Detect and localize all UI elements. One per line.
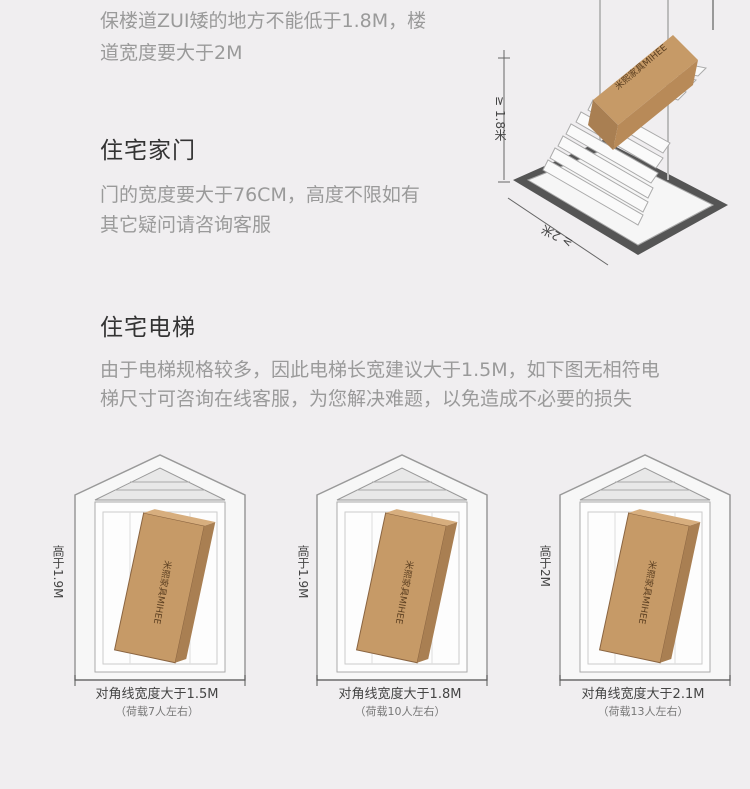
elevator-1-caption: 对角线宽度大于1.5M	[95, 687, 219, 702]
elevator-text-line-1: 由于电梯规格较多，因此电梯长宽建议大于1.5M，如下图无相符电	[100, 359, 660, 381]
elevator-2-load: （荷载10人左右）	[354, 705, 446, 718]
elevator-illustration-1: 米熙家具MIHEE	[70, 450, 250, 690]
door-text-line-1: 门的宽度要大于76CM，高度不限如有	[100, 184, 420, 206]
stair-drawing: 米熙家具MIHEE	[498, 0, 728, 266]
elevator-drawing: 米熙家具MIHEE	[559, 454, 731, 686]
elevator-3-load: （荷载13人左右）	[597, 705, 689, 718]
stair-box	[588, 35, 698, 150]
elevator-heading: 住宅电梯	[100, 315, 196, 341]
stair-requirement-line-2: 道宽度要大于2M	[100, 42, 243, 64]
elevator-2-height-label: 高于1.9M	[296, 545, 310, 599]
elevator-2-caption: 对角线宽度大于1.8M	[338, 687, 462, 702]
door-text-line-2: 其它疑问请咨询客服	[100, 214, 272, 236]
stair-illustration: 米熙家具MIHEE ≥ 1.8米 ≥ 2米	[488, 0, 750, 290]
elevator-3-height-label: 高于2M	[538, 545, 552, 587]
elevator-illustration-2: 米熙家具MIHEE	[312, 450, 492, 690]
elevator-3-caption: 对角线宽度大于2.1M	[581, 687, 705, 702]
elevator-1-height-label: 高于1.9M	[51, 545, 65, 599]
elevator-1-load: （荷载7人左右）	[115, 705, 199, 718]
elevator-illustration-3: 米熙家具MIHEE	[555, 450, 735, 690]
door-heading: 住宅家门	[100, 138, 196, 164]
stair-requirement-line-1: 保楼道ZUI矮的地方不能低于1.8M，楼	[100, 10, 427, 32]
elevator-text-line-2: 梯尺寸可咨询在线客服，为您解决难题，以免造成不必要的损失	[100, 388, 633, 410]
stair-height-label: ≥ 1.8米	[493, 96, 507, 141]
elevator-drawing: 米熙家具MIHEE	[316, 454, 488, 686]
elevator-drawing: 米熙家具MIHEE	[74, 454, 246, 686]
